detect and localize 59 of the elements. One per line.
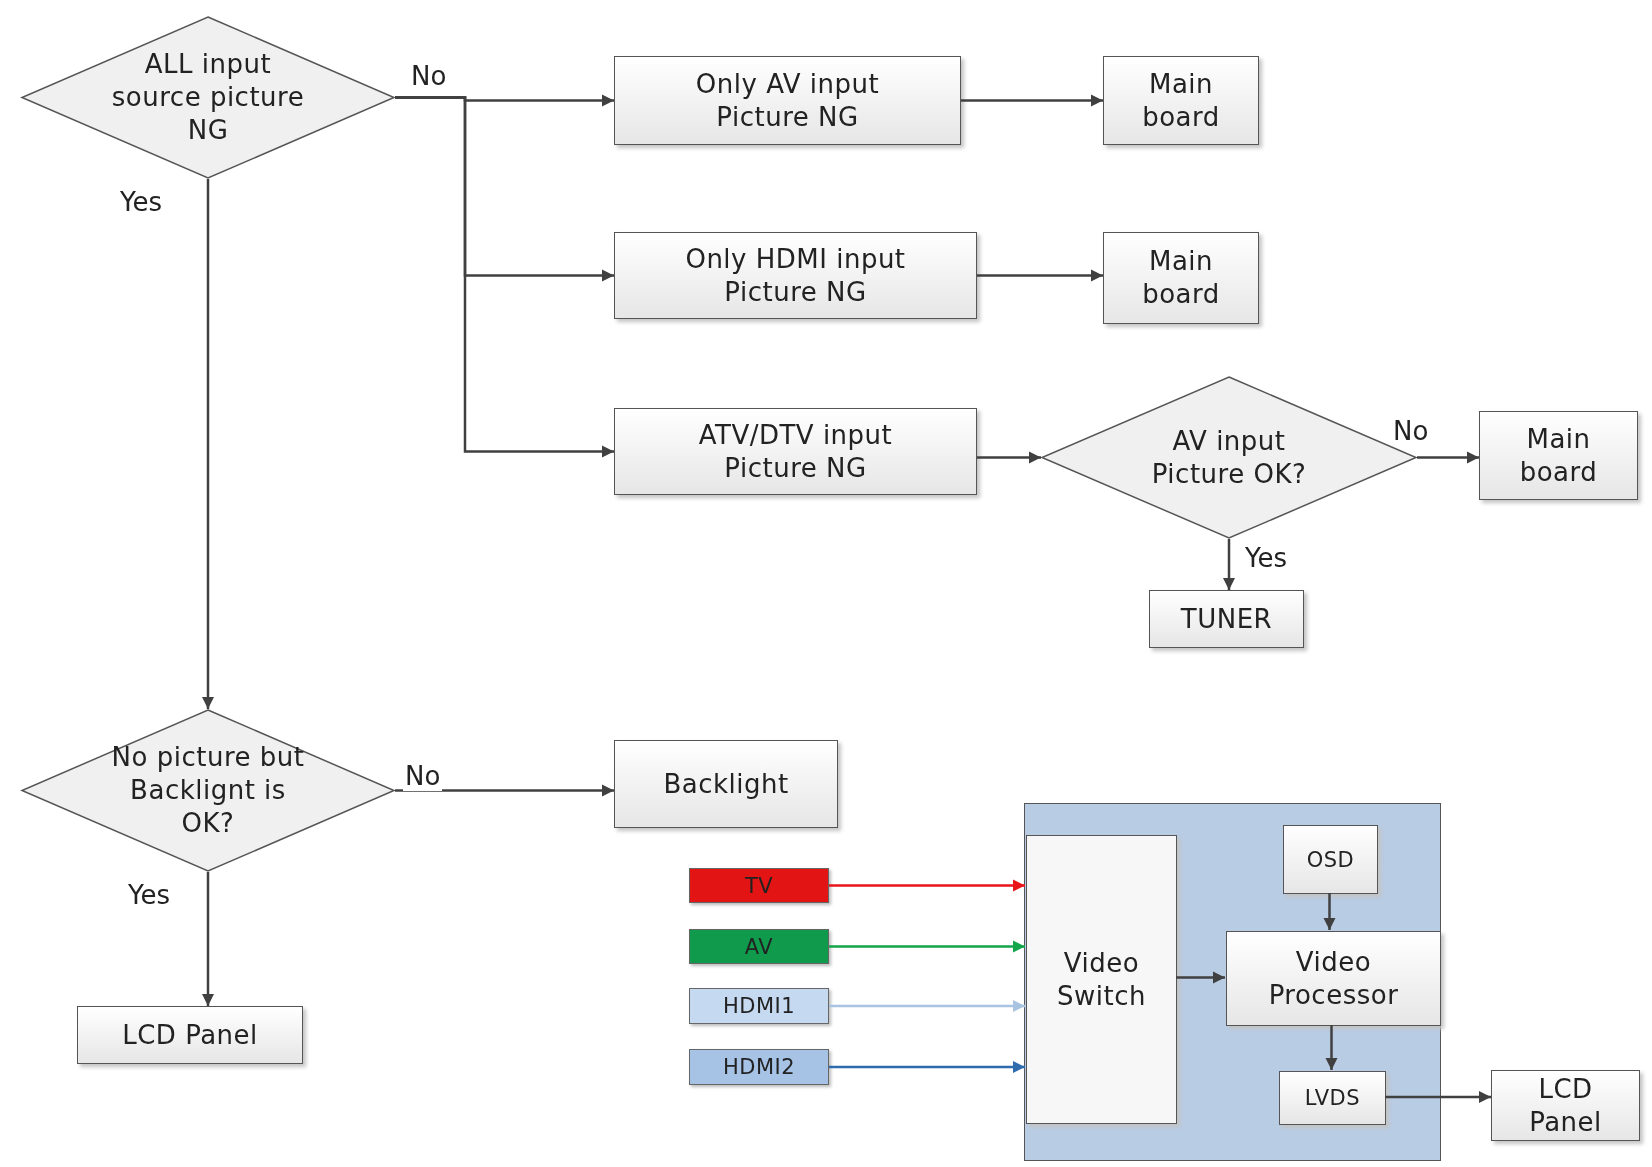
node-label: Video Processor <box>1267 945 1400 1012</box>
board-panel <box>1024 803 1441 1161</box>
node-label: ALL input source picture NG <box>110 48 306 147</box>
process-box <box>77 1006 303 1064</box>
node-label: TUNER <box>1180 602 1273 636</box>
process-box <box>1279 1071 1386 1125</box>
node-label: Backlight <box>663 767 789 801</box>
node-label: LVDS <box>1304 1085 1361 1111</box>
process-box <box>1491 1070 1640 1141</box>
arrow <box>829 999 1025 1013</box>
node-label: Video Switch <box>1056 946 1147 1013</box>
process-box <box>614 740 838 828</box>
input-source-box <box>689 868 829 903</box>
node-label: Main board <box>1141 67 1221 134</box>
arrow <box>961 94 1103 107</box>
arrow <box>1222 539 1236 590</box>
node-label: No picture but Backlignt is OK? <box>110 741 306 840</box>
decision-diamond <box>21 709 395 872</box>
node-label: OSD <box>1306 846 1355 873</box>
arrow <box>201 872 215 1006</box>
input-source-box <box>689 929 829 964</box>
decision-diamond <box>21 16 395 179</box>
process-box <box>1479 411 1638 500</box>
arrow <box>395 784 614 797</box>
input-source-box <box>689 988 829 1024</box>
node-label: AV <box>744 933 774 960</box>
arrow <box>1323 893 1336 930</box>
process-box <box>1026 835 1177 1124</box>
arrow <box>977 451 1041 464</box>
node-label: LCD Panel <box>1528 1072 1603 1139</box>
input-source-box <box>689 1049 829 1085</box>
node-label: HDMI2 <box>722 1054 796 1080</box>
arrow <box>1417 451 1479 464</box>
node-label: HDMI1 <box>722 993 796 1019</box>
node-label: Main board <box>1141 245 1221 311</box>
process-box <box>1149 590 1304 648</box>
process-box <box>614 232 977 319</box>
node-label: AV input Picture OK? <box>1150 424 1308 491</box>
arrow <box>1325 1025 1338 1070</box>
arrow <box>829 1060 1025 1074</box>
arrow <box>1176 971 1225 984</box>
node-label: LCD Panel <box>122 1018 258 1052</box>
arrow <box>977 269 1103 282</box>
process-box <box>1226 931 1441 1026</box>
process-box <box>1103 56 1259 145</box>
process-box <box>1283 825 1378 894</box>
arrow <box>201 179 215 709</box>
process-box <box>614 408 977 495</box>
process-box <box>614 56 961 145</box>
arrow <box>395 96 614 458</box>
node-label: ATV/DTV input Picture NG <box>697 418 894 485</box>
arrow <box>1385 1090 1491 1104</box>
node-label: Only HDMI input Picture NG <box>684 242 907 309</box>
arrow <box>829 879 1025 892</box>
node-label: Main board <box>1518 422 1599 489</box>
node-label: TV <box>744 872 774 899</box>
node-label: Only AV input Picture NG <box>694 67 881 134</box>
arrow <box>829 940 1025 953</box>
process-box <box>1103 232 1259 324</box>
